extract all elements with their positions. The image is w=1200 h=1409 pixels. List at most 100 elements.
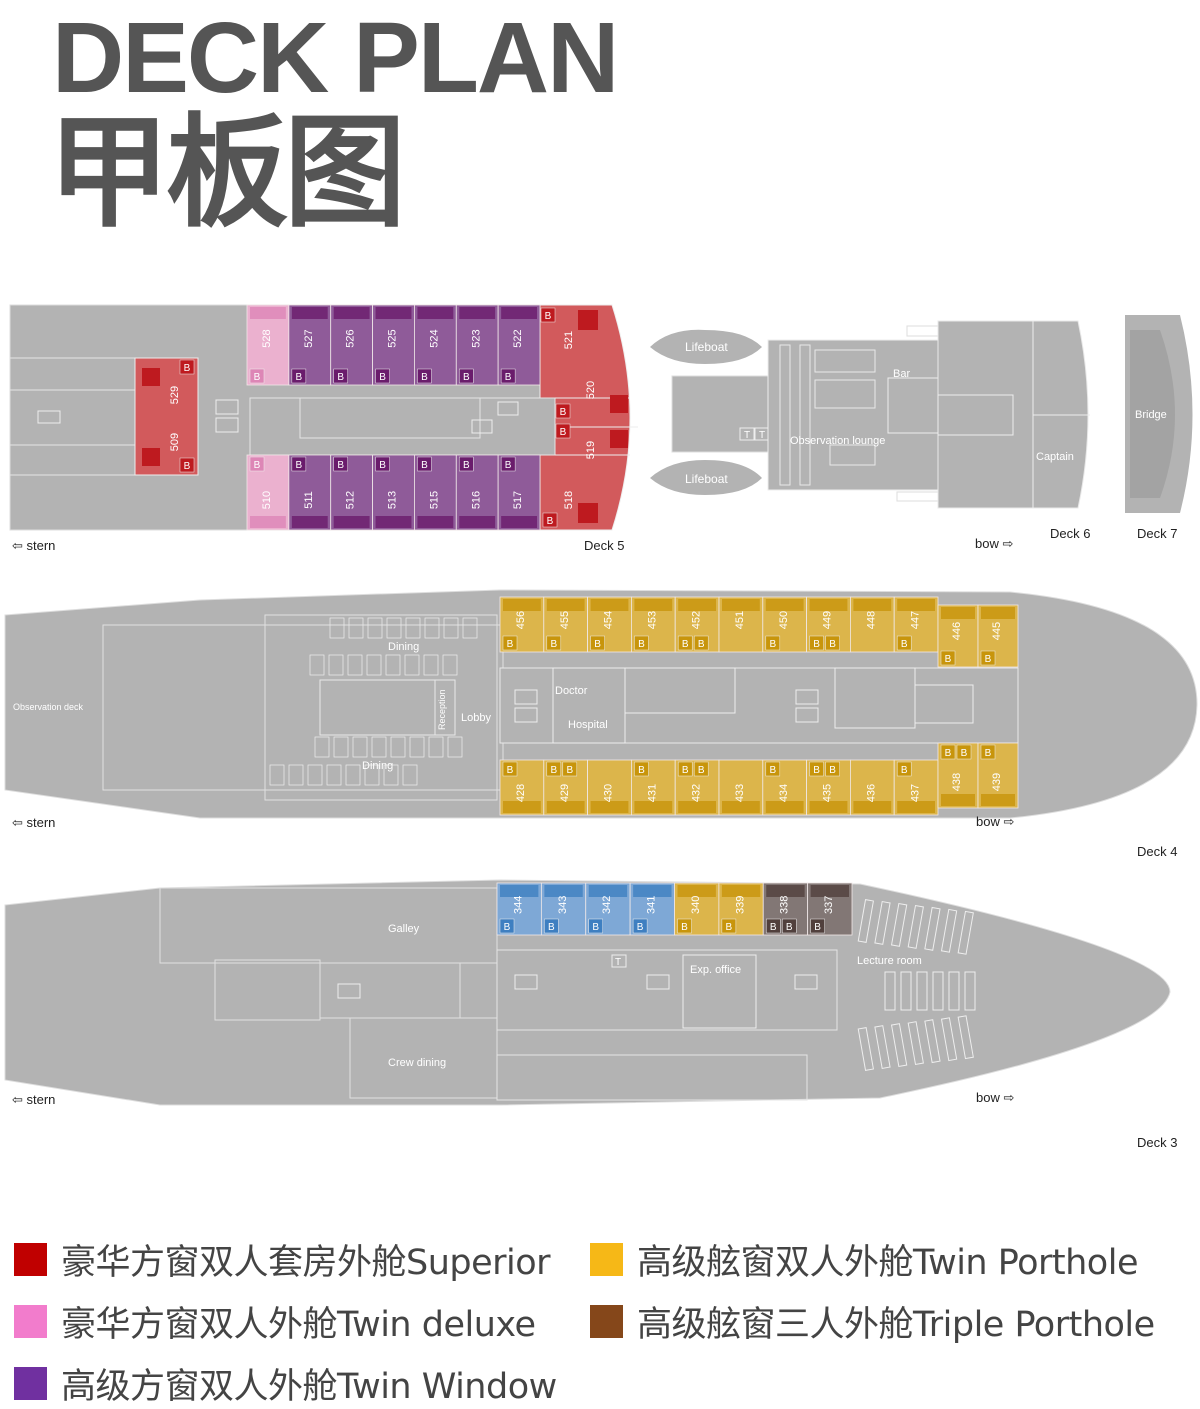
dining-table bbox=[345, 764, 361, 786]
stairs-icon bbox=[514, 707, 538, 723]
cabin-bed bbox=[853, 801, 892, 813]
stern-label: ⇦ stern bbox=[12, 538, 55, 553]
seat-row bbox=[916, 971, 928, 1011]
bathroom-label: B bbox=[945, 654, 952, 665]
legend-swatch-triple-porthole bbox=[590, 1305, 623, 1338]
cabin-bed bbox=[459, 307, 496, 319]
dining-table bbox=[447, 736, 463, 758]
stairs-icon bbox=[497, 401, 519, 416]
seat-row bbox=[948, 971, 960, 1011]
bathroom-marker bbox=[809, 761, 824, 777]
deck3-label: Deck 3 bbox=[1137, 1135, 1177, 1150]
bed-icon bbox=[578, 310, 598, 330]
cabin-number: 337 bbox=[823, 896, 835, 914]
bathroom-marker bbox=[632, 918, 648, 934]
bathroom-label: B bbox=[770, 922, 777, 933]
cabin-number: 448 bbox=[865, 611, 877, 629]
bathroom-marker bbox=[375, 456, 390, 472]
deck4-corridor bbox=[499, 667, 1019, 744]
cabin-number: 447 bbox=[909, 611, 921, 629]
bathroom-label: B bbox=[638, 765, 645, 776]
legend-twin-window: 高级方窗双人外舱Twin Window bbox=[14, 1358, 557, 1409]
dining-table bbox=[390, 736, 406, 758]
bed-icon bbox=[142, 368, 160, 386]
bathroom-marker bbox=[896, 761, 912, 777]
bathroom-marker bbox=[693, 635, 709, 651]
exp-office-label: Exp. office bbox=[690, 964, 741, 976]
bow-label: bow ⇨ bbox=[976, 814, 1014, 829]
crew-dining-label: Crew dining bbox=[388, 1057, 446, 1069]
cabin-number: 436 bbox=[865, 784, 877, 802]
legend-swatch-twin-porthole bbox=[590, 1243, 623, 1276]
cabin-436: 436 bbox=[850, 759, 895, 816]
bathroom-label: B bbox=[379, 372, 386, 383]
cabin-bed bbox=[503, 599, 541, 611]
cabin-bed bbox=[897, 599, 935, 611]
stern-label: ⇦ stern bbox=[12, 1092, 55, 1107]
dining-table bbox=[328, 654, 344, 676]
seat-row bbox=[874, 900, 891, 945]
cabin-number: 511 bbox=[303, 491, 315, 509]
bathroom-label: B bbox=[769, 765, 776, 776]
cabin-number: 429 bbox=[559, 784, 571, 802]
bathroom-label: B bbox=[594, 639, 601, 650]
cabin-number: 434 bbox=[778, 784, 790, 802]
bathroom-marker bbox=[179, 359, 195, 375]
cabin-bed bbox=[810, 885, 849, 897]
cabin-number: 446 bbox=[951, 622, 963, 640]
bathroom-marker bbox=[825, 635, 840, 651]
cabin-bed bbox=[375, 516, 412, 528]
bathroom-label: B bbox=[560, 427, 567, 438]
bathroom-marker bbox=[634, 761, 649, 777]
seat-row bbox=[924, 906, 941, 951]
seat-row bbox=[932, 971, 944, 1011]
bow-label: bow ⇨ bbox=[975, 536, 1013, 551]
cabin-bed bbox=[291, 516, 328, 528]
cabin-bed bbox=[417, 307, 454, 319]
cabin-number: 445 bbox=[991, 622, 1003, 640]
title-english: DECK PLAN bbox=[52, 2, 619, 114]
cabin-bed bbox=[590, 599, 629, 611]
cabin-bed bbox=[678, 599, 716, 611]
bathroom-label: B bbox=[961, 748, 968, 759]
bathroom-label: B bbox=[682, 639, 689, 650]
deck5-bow-suites bbox=[539, 304, 631, 531]
legend-text: 高级舷窗三人外舱Triple Porthole bbox=[637, 1305, 1155, 1345]
cabin-bed bbox=[809, 801, 848, 813]
galley-label: Galley bbox=[388, 923, 420, 935]
dining-label: Dining bbox=[388, 641, 419, 653]
bathroom-label: B bbox=[901, 639, 908, 650]
bathroom-marker bbox=[782, 918, 797, 934]
seat-row bbox=[874, 1025, 891, 1070]
cabin-bed bbox=[766, 885, 805, 897]
bathroom-label: B bbox=[254, 460, 261, 471]
deck5-label: Deck 5 bbox=[584, 538, 624, 553]
bathroom-marker bbox=[980, 744, 996, 760]
cabin-bed bbox=[722, 599, 760, 611]
cabin-bed bbox=[544, 885, 583, 897]
bathroom-label: B bbox=[379, 460, 386, 471]
bathroom-marker bbox=[502, 761, 518, 777]
bathroom-label: B bbox=[681, 922, 688, 933]
seat-row bbox=[857, 899, 874, 943]
stairs-icon bbox=[795, 707, 819, 723]
dining-table bbox=[402, 764, 418, 786]
cabin-number: 518 bbox=[563, 491, 575, 509]
bathroom-label: B bbox=[698, 765, 705, 776]
reception-label: Reception bbox=[437, 689, 447, 730]
cabin-bed bbox=[765, 801, 804, 813]
cabin-bed bbox=[677, 885, 716, 897]
cabin-number: 437 bbox=[909, 784, 921, 802]
seat-row bbox=[924, 1019, 941, 1064]
